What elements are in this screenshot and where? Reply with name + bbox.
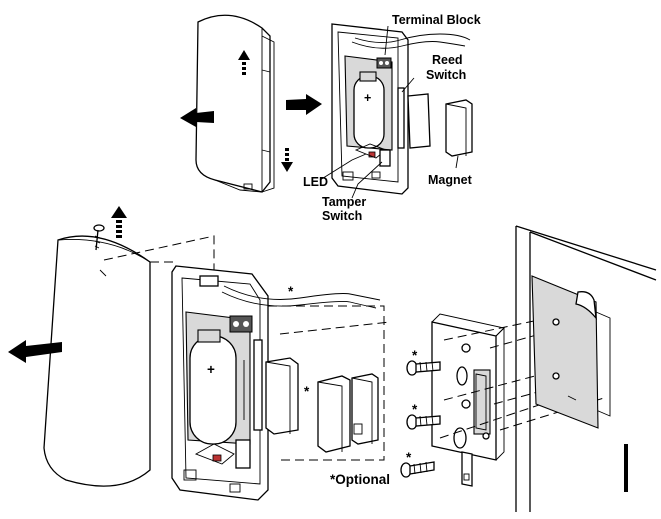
bottom-magnet	[317, 373, 379, 453]
asterisk-wires: *	[288, 284, 294, 299]
svg-text:+: +	[364, 91, 371, 105]
asterisk-screw-2: *	[412, 402, 418, 417]
label-led: LED	[303, 175, 328, 189]
slide-up-arrow-icon	[238, 50, 250, 75]
door-frame	[515, 225, 657, 512]
label-magnet: Magnet	[428, 173, 473, 187]
label-optional: *Optional	[330, 472, 390, 487]
bracket-screw-3	[400, 461, 435, 478]
top-battery: +	[353, 71, 385, 149]
bottom-battery: +	[189, 329, 237, 445]
asterisk-magnet: *	[304, 384, 310, 399]
label-terminal-block: Terminal Block	[392, 13, 481, 27]
svg-text:+: +	[207, 362, 215, 377]
asterisk-screw-1: *	[412, 348, 418, 363]
figure-code-mark	[624, 444, 628, 492]
pull-left-arrow-icon	[180, 108, 214, 127]
slide-down-arrow-icon	[281, 148, 293, 172]
cover-screw	[93, 224, 105, 251]
label-tamper-switch-2: Switch	[322, 209, 362, 223]
top-cover	[180, 14, 322, 193]
bottom-cover	[8, 206, 151, 487]
label-reed-switch-2: Switch	[426, 68, 466, 82]
bottom-base: +	[171, 265, 381, 501]
label-tamper-switch-1: Tamper	[322, 195, 366, 209]
bracket-screw-2	[406, 414, 441, 430]
top-base: +	[319, 23, 473, 199]
asterisk-screw-3: *	[406, 450, 412, 465]
screw-up-arrow-icon	[111, 206, 127, 238]
label-reed-switch-1: Reed	[432, 53, 463, 67]
spacer-block	[265, 357, 299, 435]
pull-right-arrow-icon	[286, 94, 322, 115]
mounting-bracket	[431, 313, 505, 487]
top-magnet	[407, 93, 473, 157]
bracket-screw-1	[406, 360, 441, 376]
cover-left-arrow-icon	[8, 340, 62, 363]
